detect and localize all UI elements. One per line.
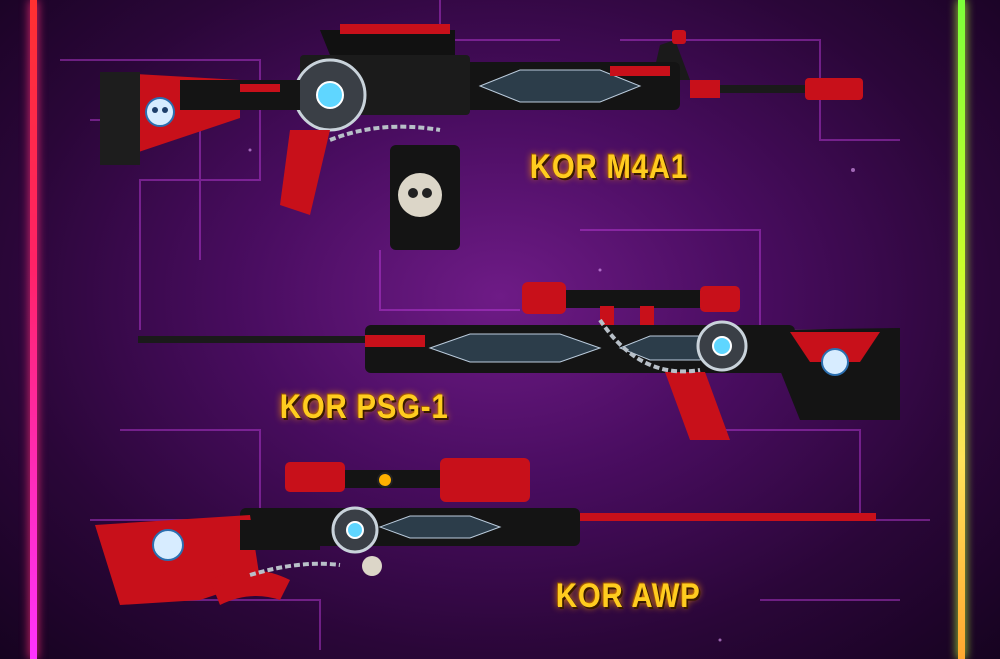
right-glow-border (958, 0, 965, 659)
weapon-label-m4a1: KOR M4A1 (530, 148, 688, 186)
weapon-label-psg1: KOR PSG-1 (280, 388, 449, 426)
weapon-label-awp: KOR AWP (556, 577, 701, 615)
left-glow-border (30, 0, 37, 659)
skull-emblem-icon (145, 97, 175, 127)
